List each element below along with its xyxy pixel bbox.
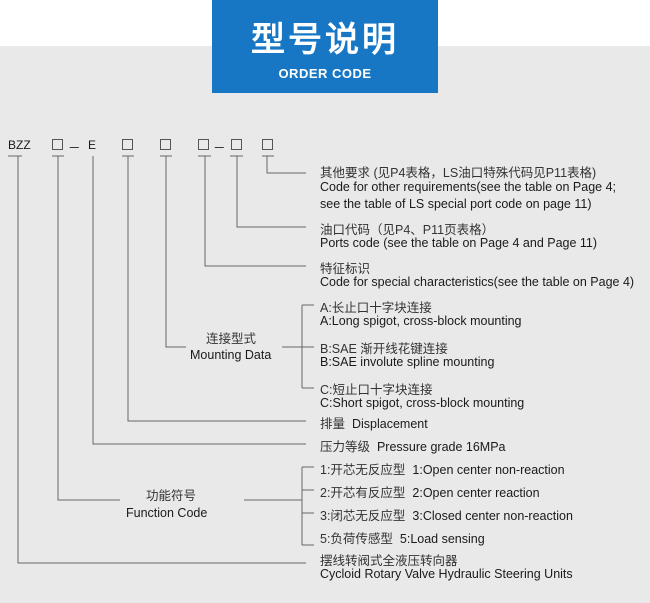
- other-req-en-2: see the table of LS special port code on…: [320, 197, 592, 211]
- func-label-cn: 功能符号: [146, 489, 197, 503]
- special-cn: 特征标识: [320, 262, 371, 276]
- pressure-en: Pressure grade 16MPa: [376, 440, 506, 454]
- mount-a-en: A:Long spigot, cross-block mounting: [320, 314, 522, 328]
- mount-b-en: B:SAE involute spline mounting: [320, 355, 495, 369]
- pressure-cn: 压力等级: [320, 440, 371, 454]
- code-box-4: [198, 139, 209, 150]
- func-1-en: 1:Open center non-reaction: [412, 463, 565, 477]
- func-3-row: 3:闭芯无反应型 3:Closed center non-reaction: [320, 505, 573, 524]
- code-box-1: [52, 139, 63, 150]
- code-box-2: [122, 139, 133, 150]
- displacement-en: Displacement: [351, 417, 428, 431]
- func-2-cn: 2:开芯有反应型: [320, 486, 406, 500]
- code-box-6: [262, 139, 273, 150]
- other-req-en-1: Code for other requirements(see the tabl…: [320, 180, 617, 194]
- code-prefix: BZZ: [8, 138, 31, 152]
- mount-label-en: Mounting Data: [190, 348, 272, 362]
- code-dash-1: －: [68, 141, 81, 155]
- displacement-row: 排量 Displacement: [320, 413, 428, 432]
- func-2-en: 2:Open center reaction: [412, 486, 540, 500]
- mount-label-cn: 连接型式: [206, 332, 257, 346]
- func-5-en: 5:Load sensing: [399, 532, 485, 546]
- func-1-row: 1:开芯无反应型 1:Open center non-reaction: [320, 459, 565, 478]
- other-req-cn: 其他要求 (见P4表格，LS油口特殊代码见P11表格): [320, 166, 597, 180]
- displacement-cn: 排量: [320, 417, 346, 431]
- page-title: 型号说明: [251, 21, 399, 59]
- pressure-row: 压力等级 Pressure grade 16MPa: [320, 436, 506, 455]
- func-3-en: 3:Closed center non-reaction: [412, 509, 573, 523]
- header-banner: 型号说明 ORDER CODE: [212, 0, 438, 93]
- product-cn: 摆线转阀式全液压转向器: [320, 554, 458, 568]
- func-1-cn: 1:开芯无反应型: [320, 463, 406, 477]
- code-dash-2: －: [213, 141, 226, 155]
- mount-b-cn: B:SAE 渐开线花键连接: [320, 342, 448, 356]
- special-en: Code for special characteristics(see the…: [320, 275, 635, 289]
- func-5-cn: 5:负荷传感型: [320, 532, 393, 546]
- page-subtitle: ORDER CODE: [278, 66, 372, 81]
- code-box-3: [160, 139, 171, 150]
- func-2-row: 2:开芯有反应型 2:Open center reaction: [320, 482, 540, 501]
- func-3-cn: 3:闭芯无反应型: [320, 509, 406, 523]
- code-e: E: [88, 138, 97, 152]
- code-box-5: [231, 139, 242, 150]
- ports-en: Ports code (see the table on Page 4 and …: [320, 236, 598, 250]
- mount-c-cn: C:短止口十字块连接: [320, 383, 433, 397]
- mount-a-cn: A:长止口十字块连接: [320, 301, 432, 315]
- background-panel: [0, 46, 650, 603]
- mount-c-en: C:Short spigot, cross-block mounting: [320, 396, 525, 410]
- product-en: Cycloid Rotary Valve Hydraulic Steering …: [320, 567, 573, 581]
- func-label-en: Function Code: [126, 506, 208, 520]
- func-5-row: 5:负荷传感型 5:Load sensing: [320, 528, 485, 547]
- ports-cn: 油口代码（见P4、P11页表格）: [320, 223, 495, 237]
